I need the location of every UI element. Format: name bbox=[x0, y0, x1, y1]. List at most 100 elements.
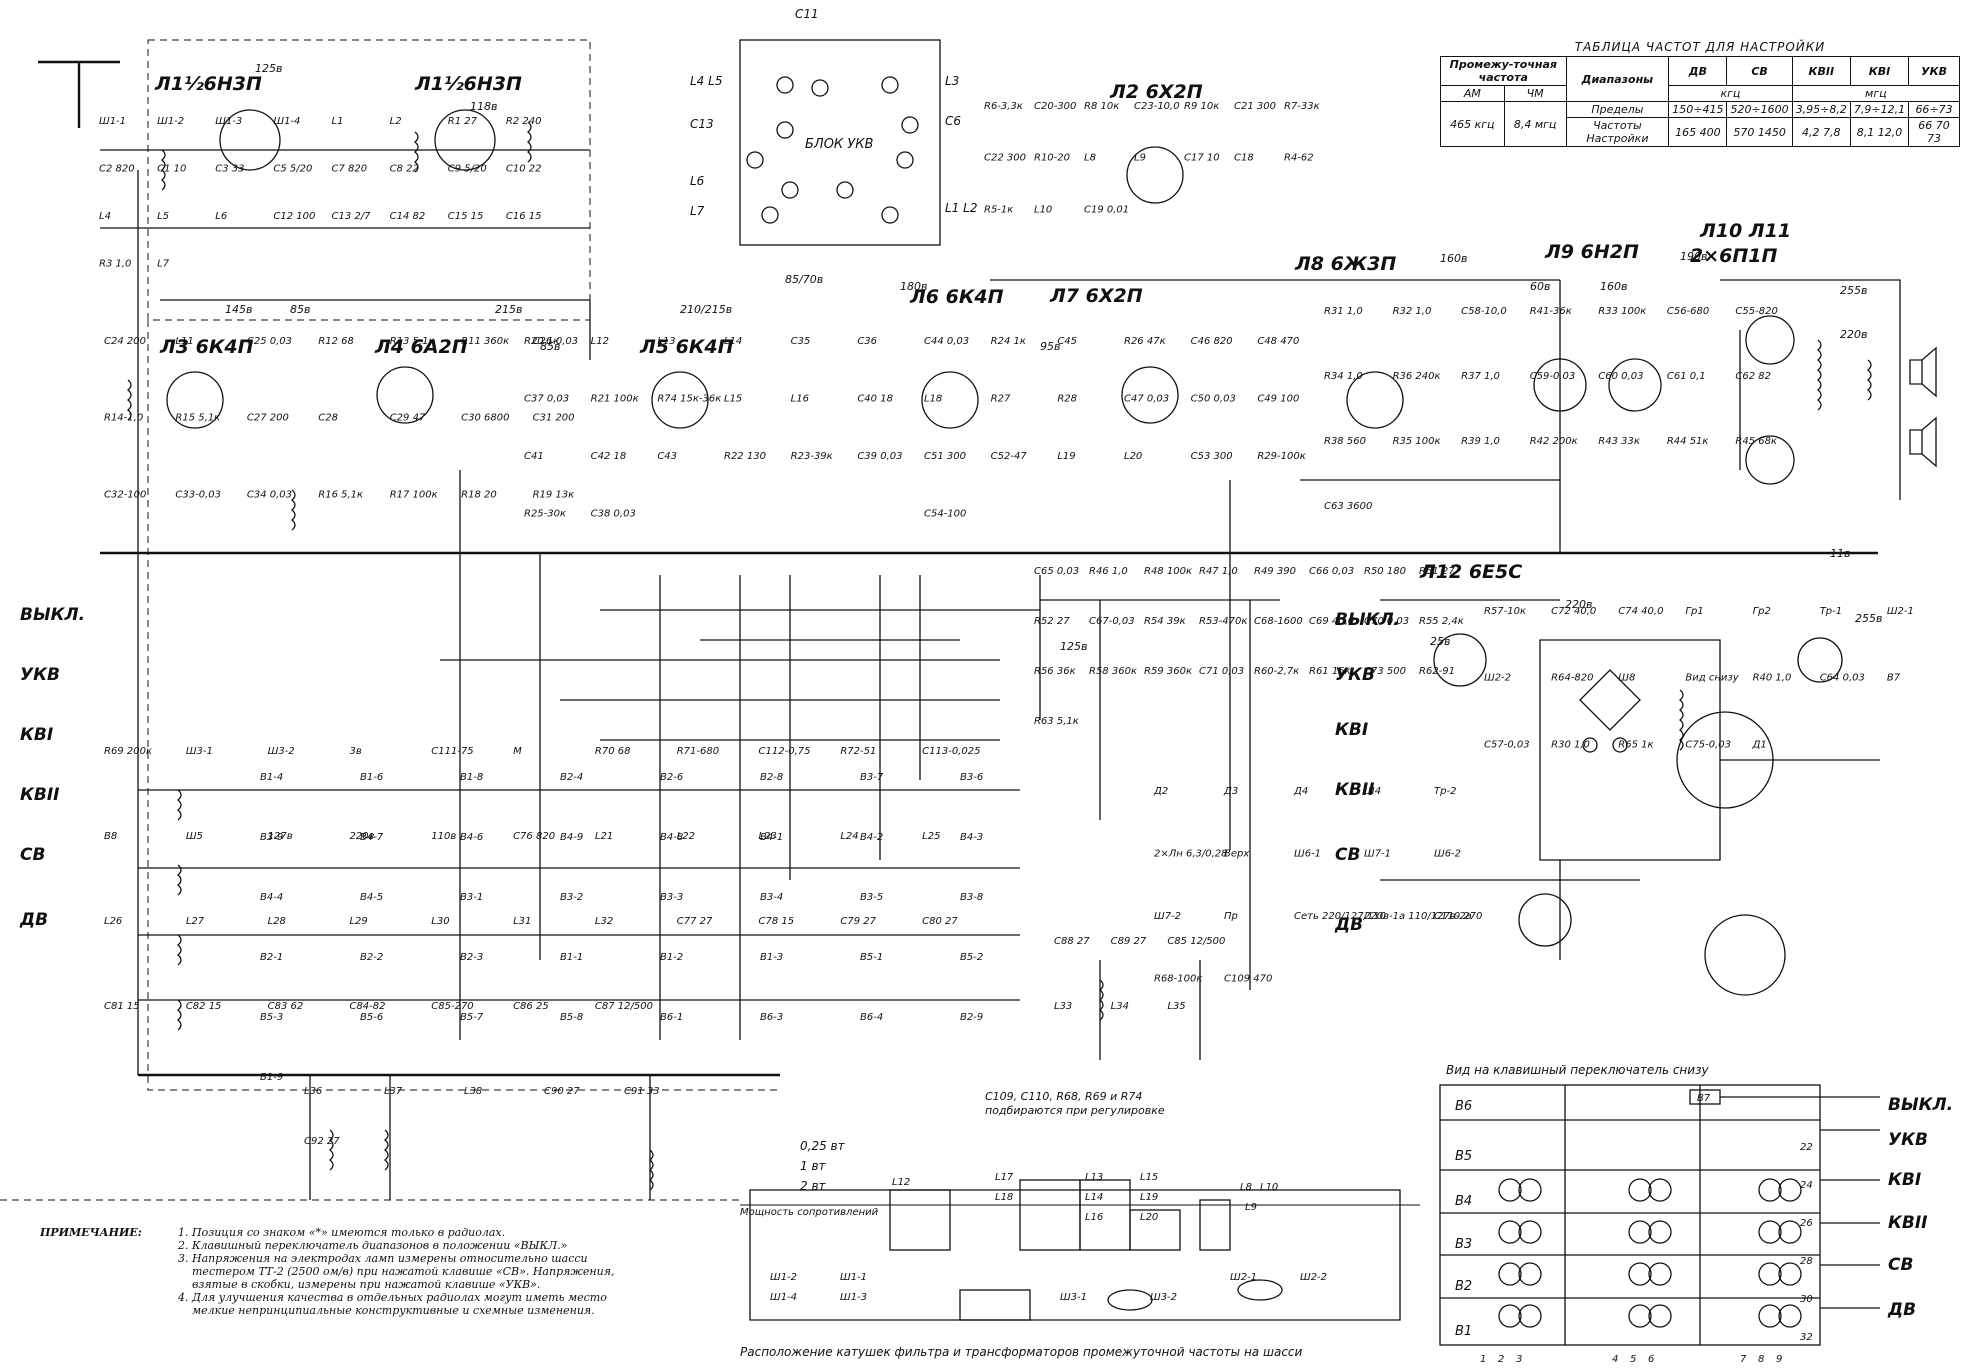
chassis-label: L20 bbox=[1140, 1212, 1158, 1223]
band-key-label: КВII bbox=[1335, 780, 1375, 800]
component-label: C92 27 bbox=[304, 1136, 340, 1147]
switch-contact-icon bbox=[1518, 1262, 1542, 1286]
chassis-label: Ш1-1 bbox=[840, 1272, 867, 1283]
switch-contact-label: В3-2 bbox=[560, 892, 583, 903]
component-label: C55-820 bbox=[1735, 306, 1777, 317]
switch-contact-label: В2-9 bbox=[960, 1012, 983, 1023]
component-label: C3 33 bbox=[215, 164, 244, 175]
voltage-label: 85/70в bbox=[785, 273, 823, 286]
ukv-pin-label: L7 bbox=[690, 204, 705, 218]
component-label: Гр1 bbox=[1685, 606, 1703, 617]
chassis-label: Ш2-2 bbox=[1300, 1272, 1327, 1283]
component-label: L16 bbox=[791, 394, 809, 405]
power-legend-caption: Мощность сопротивлений bbox=[740, 1207, 879, 1218]
component-label: C88 27 bbox=[1054, 936, 1090, 947]
component-label: Гр2 bbox=[1753, 606, 1771, 617]
component-label: C79 27 bbox=[840, 916, 876, 927]
coil-symbols bbox=[126, 121, 1872, 1191]
component-label: 220в-1а 110/127в-2а bbox=[1364, 911, 1472, 922]
component-label: L7 bbox=[157, 259, 170, 270]
component-label: L8 bbox=[1084, 153, 1096, 164]
switch-contact-label: В1-2 bbox=[660, 952, 683, 963]
component-label: R14-1,0 bbox=[104, 413, 143, 424]
switch-contact-icon bbox=[1758, 1262, 1782, 1286]
component-label: C39 0,03 bbox=[857, 451, 902, 462]
switch-contact-label: В2-8 bbox=[760, 772, 783, 783]
component-label: R48 100к bbox=[1144, 566, 1192, 577]
notes-block: ПРИМЕЧАНИЕ: Позиция со знаком «*» имеютс… bbox=[40, 1226, 640, 1317]
switch-contact-icon bbox=[1518, 1178, 1542, 1202]
switch-contact-label: В3-8 bbox=[960, 892, 983, 903]
chassis-label: Ш2-1 bbox=[1230, 1272, 1257, 1283]
chassis-label: L16 bbox=[1085, 1212, 1103, 1223]
component-label: C49 100 bbox=[1257, 394, 1299, 405]
component-label: C36 bbox=[857, 336, 877, 347]
component-label: R64-820 bbox=[1551, 673, 1593, 684]
component-label: R53-470к bbox=[1199, 616, 1247, 627]
switch-side-number: 22 bbox=[1800, 1142, 1813, 1153]
component-label: C29 47 bbox=[390, 413, 426, 424]
band-ukv: УКВ bbox=[1908, 56, 1960, 86]
switch-contact-icon bbox=[1648, 1304, 1672, 1328]
component-label: L29 bbox=[349, 916, 367, 927]
switch-contact-label: В1-9 bbox=[260, 1072, 283, 1083]
component-label: 3в bbox=[349, 746, 361, 757]
tuning-cell: 4,2 7,8 bbox=[1791, 117, 1851, 147]
component-label: Д3 bbox=[1223, 786, 1238, 797]
component-label: C64 0,03 bbox=[1820, 673, 1865, 684]
component-label: Ш7-2 bbox=[1154, 911, 1181, 922]
switch-row-label: В3 bbox=[1455, 1237, 1472, 1252]
component-label: R41-36к bbox=[1530, 306, 1572, 317]
voltage-label: 125в bbox=[1060, 640, 1087, 653]
component-label: C21 300 bbox=[1234, 101, 1276, 112]
component-label: C59-0,03 bbox=[1530, 371, 1576, 382]
switch-contact-label: В2-4 bbox=[560, 772, 583, 783]
component-label: C10 22 bbox=[506, 164, 542, 175]
component-label: C86 25 bbox=[513, 1001, 549, 1012]
component-label: Д4 bbox=[1293, 786, 1308, 797]
switch-contact-icon bbox=[1648, 1178, 1672, 1202]
component-label: R55 2,4к bbox=[1419, 616, 1464, 627]
component-label: C43 bbox=[657, 451, 677, 462]
switch-contact-label: В3-9 bbox=[260, 832, 283, 843]
component-label: R25-30к bbox=[524, 509, 566, 520]
component-label: C15 15 bbox=[448, 211, 484, 222]
component-label: C61 0,1 bbox=[1667, 371, 1706, 382]
band-key-label: КВI bbox=[1335, 720, 1368, 740]
note-item: Клавишный переключатель диапазонов в пол… bbox=[192, 1239, 640, 1252]
component-label: L11 bbox=[175, 336, 193, 347]
switch-contact-label: В4-3 bbox=[960, 832, 983, 843]
component-label: C67-0,03 bbox=[1089, 616, 1135, 627]
switch-contact-icon bbox=[1758, 1178, 1782, 1202]
power-1w: 1 вт bbox=[800, 1159, 827, 1173]
component-label: L26 bbox=[104, 916, 122, 927]
component-label: R16 5,1к bbox=[318, 489, 363, 500]
component-label: L28 bbox=[268, 916, 286, 927]
switch-row-label: В1 bbox=[1455, 1324, 1472, 1339]
row-limits-label: Пределы bbox=[1565, 101, 1670, 118]
voltage-label: 220в bbox=[1840, 328, 1867, 341]
voltage-label: 255в bbox=[1855, 612, 1882, 625]
switch-contact-label: В5-8 bbox=[560, 1012, 583, 1023]
component-label: R36 240к bbox=[1393, 371, 1441, 382]
component-label: R52 27 bbox=[1034, 616, 1070, 627]
switch-pin-number: 8 bbox=[1758, 1354, 1764, 1365]
component-label: L19 bbox=[1057, 451, 1075, 462]
switch-pin-number: 6 bbox=[1648, 1354, 1654, 1365]
component-label: R33 100к bbox=[1598, 306, 1646, 317]
tube-label: Л3 6К4П bbox=[159, 336, 254, 358]
tuning-cell: 570 1450 bbox=[1726, 117, 1793, 147]
tube-label: Л2 6Х2П bbox=[1109, 81, 1203, 103]
component-label: C13 2/7 bbox=[332, 211, 372, 222]
voltage-label: 85в bbox=[540, 340, 560, 353]
band-key-label: ДВ bbox=[1334, 915, 1363, 935]
chassis-label: L14 bbox=[1085, 1192, 1103, 1203]
band-key-label: КВI bbox=[20, 725, 53, 745]
col-if: Промежу-точная частота bbox=[1440, 56, 1567, 86]
switch-contact-icon bbox=[1648, 1262, 1672, 1286]
component-label: R21 100к bbox=[591, 394, 639, 405]
component-label: L4 bbox=[99, 211, 111, 222]
rectifier-bridge bbox=[1579, 669, 1641, 753]
component-label: R69 200к bbox=[104, 746, 152, 757]
chassis-layout bbox=[889, 1179, 1283, 1321]
